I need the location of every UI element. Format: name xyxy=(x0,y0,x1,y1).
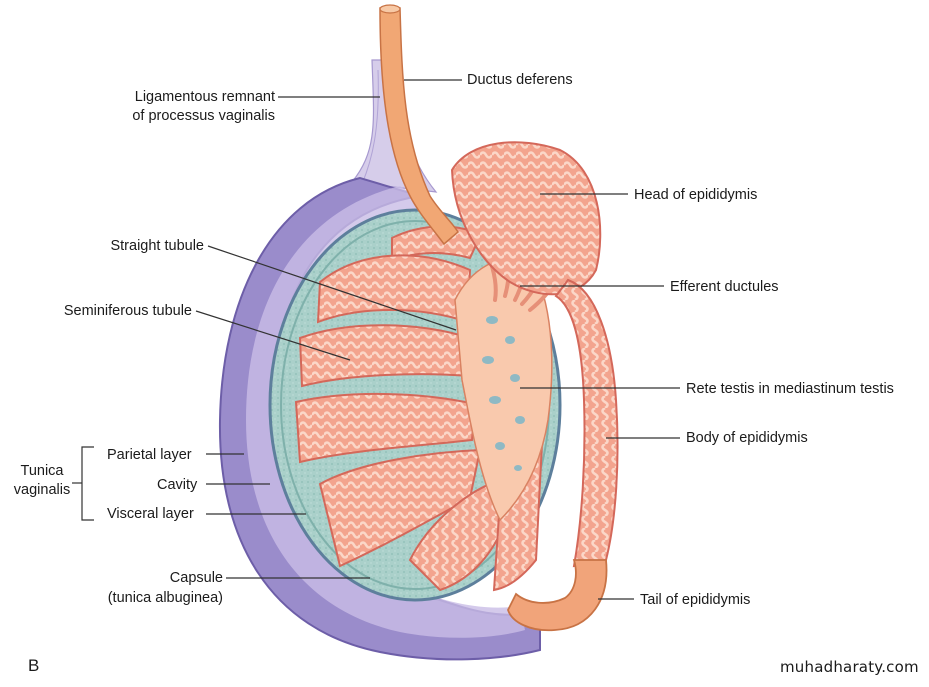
epididymis-body xyxy=(554,278,619,568)
label-tail-of-epididymis: Tail of epididymis xyxy=(640,592,751,608)
label-vaginalis: vaginalis xyxy=(13,482,71,498)
leader-lines xyxy=(72,79,680,600)
seminiferous-tubules xyxy=(294,225,544,592)
label-processus-vaginalis: of processus vaginalis xyxy=(132,108,275,124)
label-head-of-epididymis: Head of epididymis xyxy=(634,187,758,203)
label-seminiferous-tubule: Seminiferous tubule xyxy=(63,303,192,319)
epididymis-tail xyxy=(507,559,608,632)
ductus-deferens xyxy=(379,7,459,246)
label-visceral-layer: Visceral layer xyxy=(107,506,194,522)
label-parietal-layer: Parietal layer xyxy=(107,447,192,463)
label-body-of-epididymis: Body of epididymis xyxy=(686,430,808,446)
label-ligamentous-remnant: Ligamentous remnant xyxy=(134,89,275,105)
label-ductus-deferens: Ductus deferens xyxy=(467,72,573,88)
epididymis-head xyxy=(450,141,602,296)
rete-testis xyxy=(454,257,553,522)
label-efferent-ductules: Efferent ductules xyxy=(670,279,779,295)
watermark-site: muhadharaty.com xyxy=(780,658,919,676)
figure-letter: B xyxy=(28,656,40,675)
label-straight-tubule: Straight tubule xyxy=(110,238,204,254)
label-cavity: Cavity xyxy=(157,477,198,493)
epididymis xyxy=(450,141,619,632)
label-capsule: Capsule xyxy=(169,570,223,586)
label-tunica: Tunica xyxy=(20,463,64,479)
label-tunica-albuginea: (tunica albuginea) xyxy=(107,590,223,606)
label-rete-testis: Rete testis in mediastinum testis xyxy=(686,381,894,397)
